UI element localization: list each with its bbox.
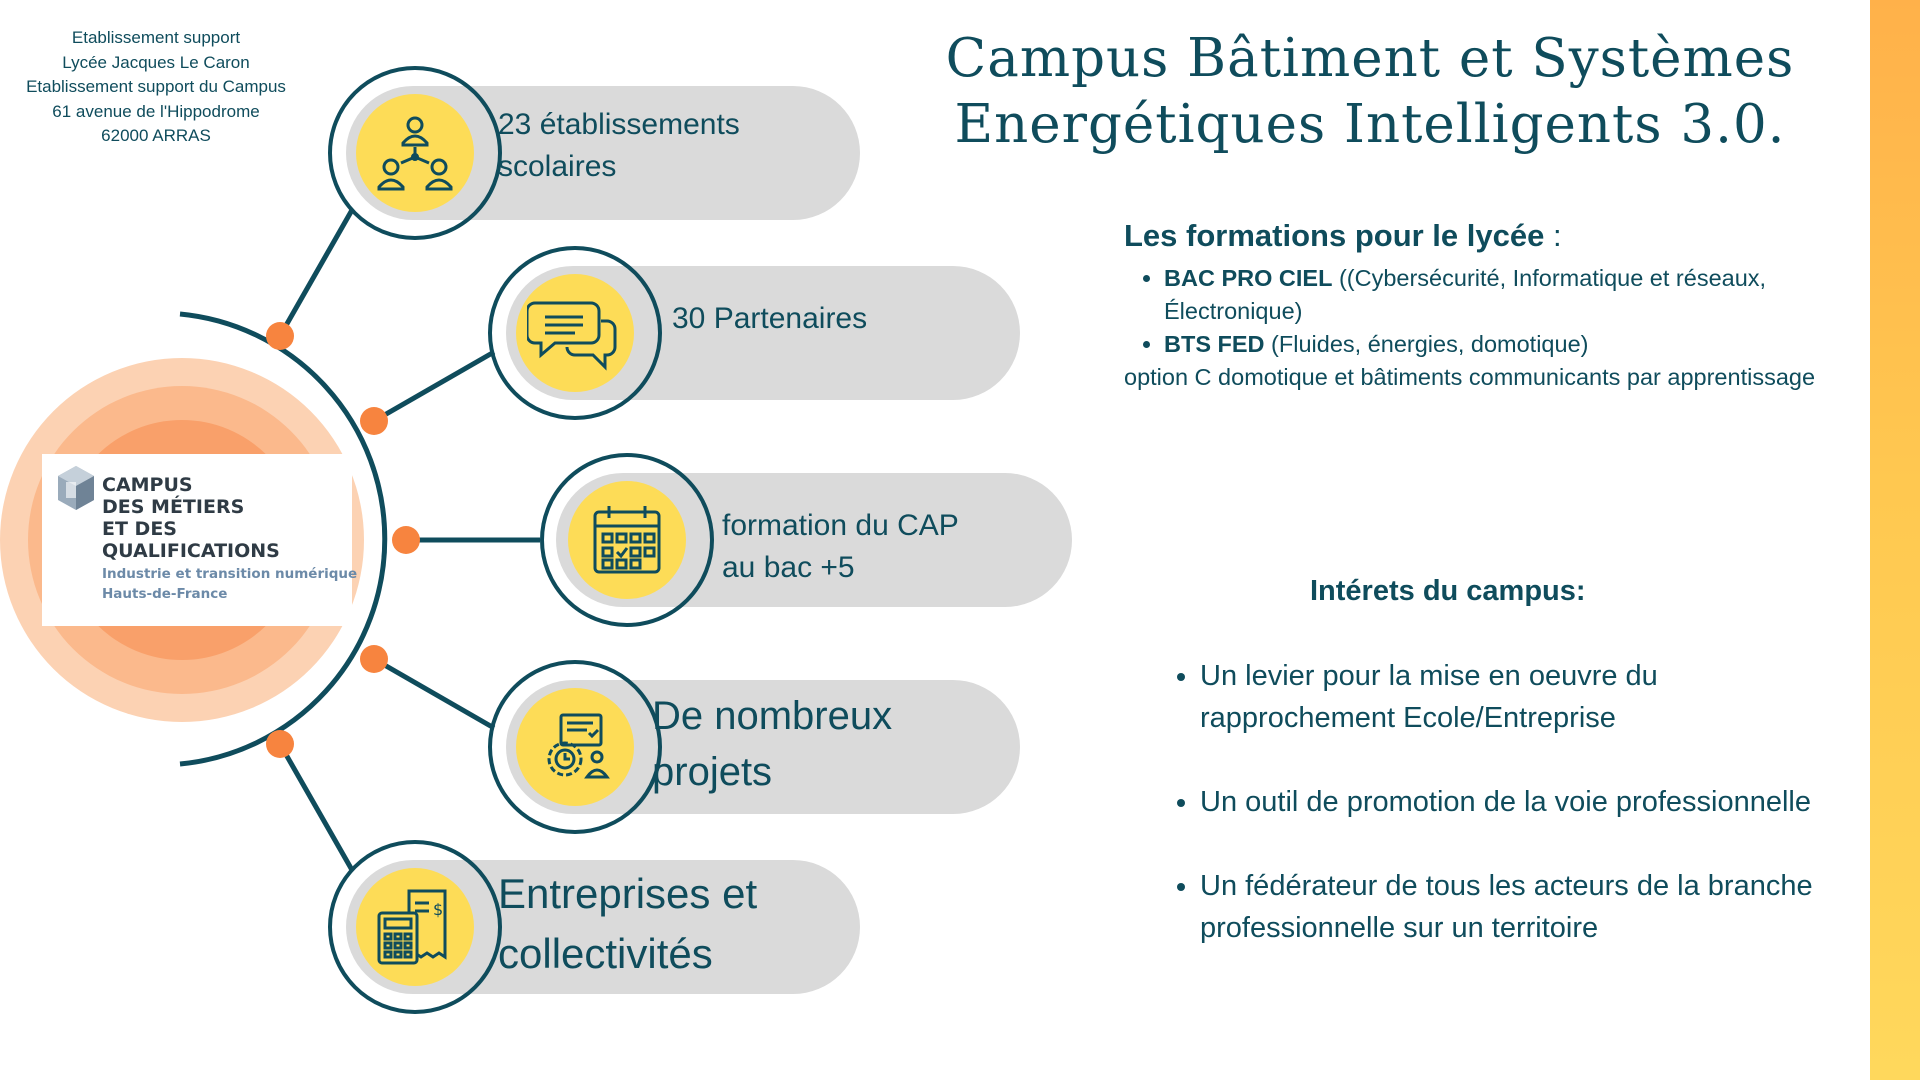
hub-item-label-line: collectivités: [498, 930, 713, 977]
logo-title: CAMPUS DES MÉTIERS ET DES QUALIFICATIONS: [102, 474, 280, 562]
formations-heading-colon: :: [1544, 218, 1562, 253]
formation-option: option C domotique et bâtiments communic…: [1124, 364, 1816, 390]
people-network-icon: [356, 94, 474, 212]
hub-item-label: Entreprises et collectivités: [498, 864, 757, 984]
interets-list: Un levier pour la mise en oeuvre du rapp…: [1172, 655, 1860, 991]
interet-item: Un fédérateur de tous les acteurs de la …: [1200, 865, 1860, 949]
hub-item-label-line: Entreprises et: [498, 870, 758, 917]
interets-heading: Intérets du campus:: [1310, 575, 1586, 607]
hub-item-label: 23 établissements scolaires: [498, 104, 740, 188]
hub-item-ring: [488, 660, 662, 834]
address-line: Etablissement support du Campus: [26, 77, 286, 96]
address-block: Etablissement support Lycée Jacques Le C…: [0, 26, 312, 149]
formations-section: Les formations pour le lycée : BAC PRO C…: [1124, 218, 1824, 394]
address-line: Etablissement support: [71, 28, 241, 47]
formations-heading: Les formations pour le lycée :: [1124, 218, 1824, 254]
logo-title-line: ET DES: [102, 518, 177, 540]
hub-item-label-line: formation du CAP: [722, 509, 959, 542]
connector-dot: [360, 645, 388, 673]
spoke-line: [277, 742, 355, 872]
campus-cube-icon: [58, 466, 94, 510]
formation-item: BAC PRO CIEL ((Cybersécurité, Informatiq…: [1164, 262, 1824, 328]
logo-title-line: DES MÉTIERS: [102, 496, 245, 518]
spoke-line: [372, 656, 496, 731]
hub-item-ring: [488, 246, 662, 420]
formations-heading-text: Les formations pour le lycée: [1124, 218, 1545, 253]
svg-text:$: $: [433, 900, 443, 919]
connector-dot: [392, 526, 420, 554]
project-gear-icon: [516, 688, 634, 806]
formation-item: BTS FED (Fluides, énergies, domotique): [1164, 328, 1824, 361]
hub-item-label-line: De nombreux: [652, 694, 893, 738]
chat-bubbles-icon: [516, 274, 634, 392]
hub-item-label-line: scolaires: [498, 150, 617, 183]
connector-dot: [360, 407, 388, 435]
formation-name: BAC PRO CIEL: [1164, 265, 1333, 291]
campus-logo: CAMPUS DES MÉTIERS ET DES QUALIFICATIONS…: [42, 454, 357, 626]
spoke-line: [277, 208, 355, 338]
connector-dot: [266, 322, 294, 350]
hub-item-ring: [540, 453, 714, 627]
hub-item-ring: [328, 840, 502, 1014]
page-title-line: Energétiques Intelligents 3.0.: [954, 94, 1786, 155]
hub-item-label-line: 30 Partenaires: [672, 302, 868, 335]
formation-name: BTS FED: [1164, 331, 1265, 357]
formations-list: BAC PRO CIEL ((Cybersécurité, Informatiq…: [1124, 262, 1824, 361]
calculator-invoice-icon: $: [356, 868, 474, 986]
hub-item-label-line: au bac +5: [722, 551, 855, 584]
address-line: 61 avenue de l'Hippodrome: [52, 101, 260, 121]
formation-detail: ((Cybersécurité, Informatique et réseaux…: [1164, 265, 1767, 324]
hub-item-label: 30 Partenaires: [672, 298, 867, 340]
hub-item-label: formation du CAP au bac +5: [722, 505, 959, 589]
decorative-gradient-bar: [1870, 0, 1920, 1080]
logo-subtitle: Industrie et transition numérique: [102, 566, 358, 582]
interet-item: Un levier pour la mise en oeuvre du rapp…: [1200, 655, 1860, 739]
spoke-line: [372, 349, 496, 424]
interet-item: Un outil de promotion de la voie profess…: [1200, 781, 1860, 823]
page-title-line: Campus Bâtiment et Systèmes: [945, 28, 1795, 89]
address-line: 62000 ARRAS: [101, 126, 211, 145]
hub-item-ring: [328, 66, 502, 240]
calendar-icon: [568, 481, 686, 599]
hub-item-label-line: 23 établissements: [498, 108, 740, 141]
address-line: Lycée Jacques Le Caron: [62, 52, 250, 72]
hub-item-label-line: projets: [652, 750, 773, 794]
logo-title-line: QUALIFICATIONS: [102, 540, 280, 562]
formation-detail: (Fluides, énergies, domotique): [1264, 331, 1589, 357]
logo-region: Hauts-de-France: [102, 586, 228, 602]
logo-title-line: CAMPUS: [102, 474, 193, 496]
connector-dot: [266, 730, 294, 758]
page-title: Campus Bâtiment et Systèmes Energétiques…: [890, 26, 1850, 158]
hub-item-label: De nombreux projets: [652, 688, 892, 800]
